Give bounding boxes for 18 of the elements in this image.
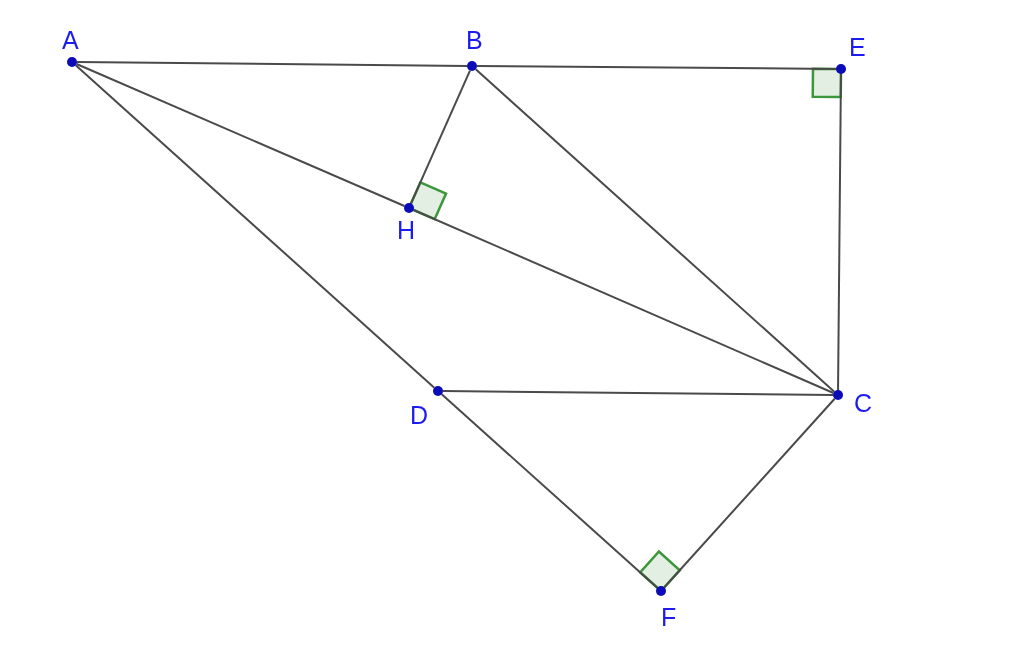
line-segment xyxy=(663,397,836,589)
line-segment xyxy=(74,64,436,389)
line-segment xyxy=(476,65,837,70)
point-label: A xyxy=(62,28,79,53)
point-label: E xyxy=(849,35,866,60)
line-segment xyxy=(76,61,468,67)
line-segment xyxy=(410,69,471,205)
point-label: F xyxy=(661,605,677,630)
line-segment xyxy=(837,73,842,391)
point-label: D xyxy=(410,403,429,428)
line-segment xyxy=(412,209,835,394)
point-label: H xyxy=(397,218,416,243)
line-segment xyxy=(75,63,406,207)
point-label: C xyxy=(854,391,873,416)
line-segment xyxy=(440,393,659,589)
line-segment xyxy=(474,68,836,393)
point-label: B xyxy=(466,28,483,53)
line-segment xyxy=(442,390,834,396)
